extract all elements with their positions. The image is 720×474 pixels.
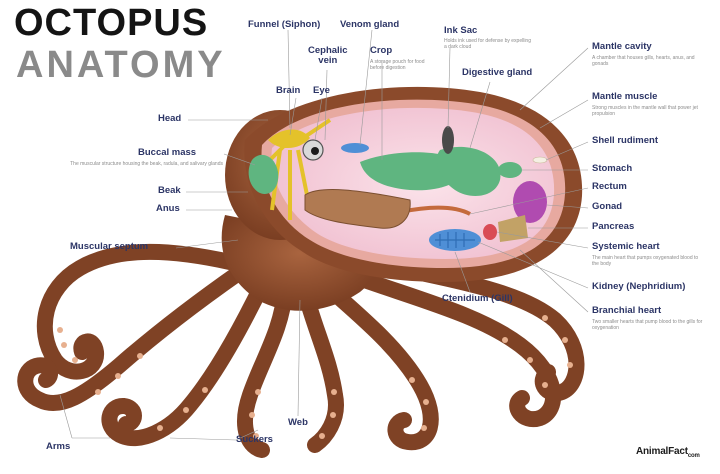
label-buccal-mass: Buccal mass <box>138 147 197 158</box>
label-arms: Arms <box>46 441 71 452</box>
arm-5 <box>297 284 344 453</box>
desc-mantle-muscle: Strong muscles in the mantle wall that p… <box>592 105 698 118</box>
label-suckers: Suckers <box>236 434 273 445</box>
label-pancreas: Pancreas <box>592 221 635 232</box>
label-ctenidium: Ctenidium (Gill) <box>442 293 513 304</box>
leader-lines <box>59 29 589 441</box>
brand-name: AnimalFact <box>636 446 688 457</box>
arm-6 <box>317 277 439 451</box>
arm-3 <box>101 277 270 447</box>
desc-buccal-mass: The muscular structure housing the beak,… <box>70 161 223 167</box>
label-venom-gland: Venom gland <box>340 19 400 30</box>
label-digestive-gland: Digestive gland <box>462 67 533 78</box>
label-mantle-cavity: Mantle cavity <box>592 41 652 52</box>
label-kidney: Kidney (Nephridium) <box>592 281 686 292</box>
arm-7 <box>342 267 561 428</box>
label-brain: Brain <box>276 85 301 96</box>
label-shell-rudiment: Shell rudiment <box>592 135 658 146</box>
desc-branchial-heart: Two smaller hearts that pump blood to th… <box>592 319 703 332</box>
label-web: Web <box>288 417 308 428</box>
label-cephalic-vein: Cephalic vein <box>308 45 348 67</box>
desc-ink-sac: Holds ink used for defense by expelling … <box>444 38 531 51</box>
arms-group <box>17 243 585 458</box>
desc-systemic-heart: The main heart that pumps oxygenated blo… <box>592 255 699 268</box>
label-beak: Beak <box>158 185 181 196</box>
label-crop: Crop <box>370 45 393 56</box>
arm-4 <box>237 282 293 458</box>
label-anus: Anus <box>156 203 180 214</box>
label-stomach: Stomach <box>592 163 633 174</box>
arm-1 <box>36 243 238 380</box>
organs <box>248 118 548 251</box>
title-line-2: ANATOMY <box>16 44 226 86</box>
label-systemic-heart: Systemic heart <box>592 241 660 252</box>
title-line-1: OCTOPUS <box>14 2 209 44</box>
label-ink-sac: Ink Sac <box>444 25 478 36</box>
label-gonad: Gonad <box>592 201 623 212</box>
desc-mantle-cavity: A chamber that houses gills, hearts, anu… <box>592 55 695 68</box>
label-funnel: Funnel (Siphon) <box>248 19 321 30</box>
label-rectum: Rectum <box>592 181 627 192</box>
brand-suffix: com <box>687 453 700 459</box>
label-branchial-heart: Branchial heart <box>592 305 662 316</box>
arm-2 <box>17 264 248 412</box>
label-head: Head <box>158 113 182 124</box>
label-muscular-septum: Muscular septum <box>70 241 149 252</box>
label-eye: Eye <box>313 85 330 96</box>
brand-logo: AnimalFactcom <box>636 446 700 459</box>
label-mantle-muscle: Mantle muscle <box>592 91 658 102</box>
desc-crop: A storage pouch for food before digestio… <box>370 59 425 72</box>
